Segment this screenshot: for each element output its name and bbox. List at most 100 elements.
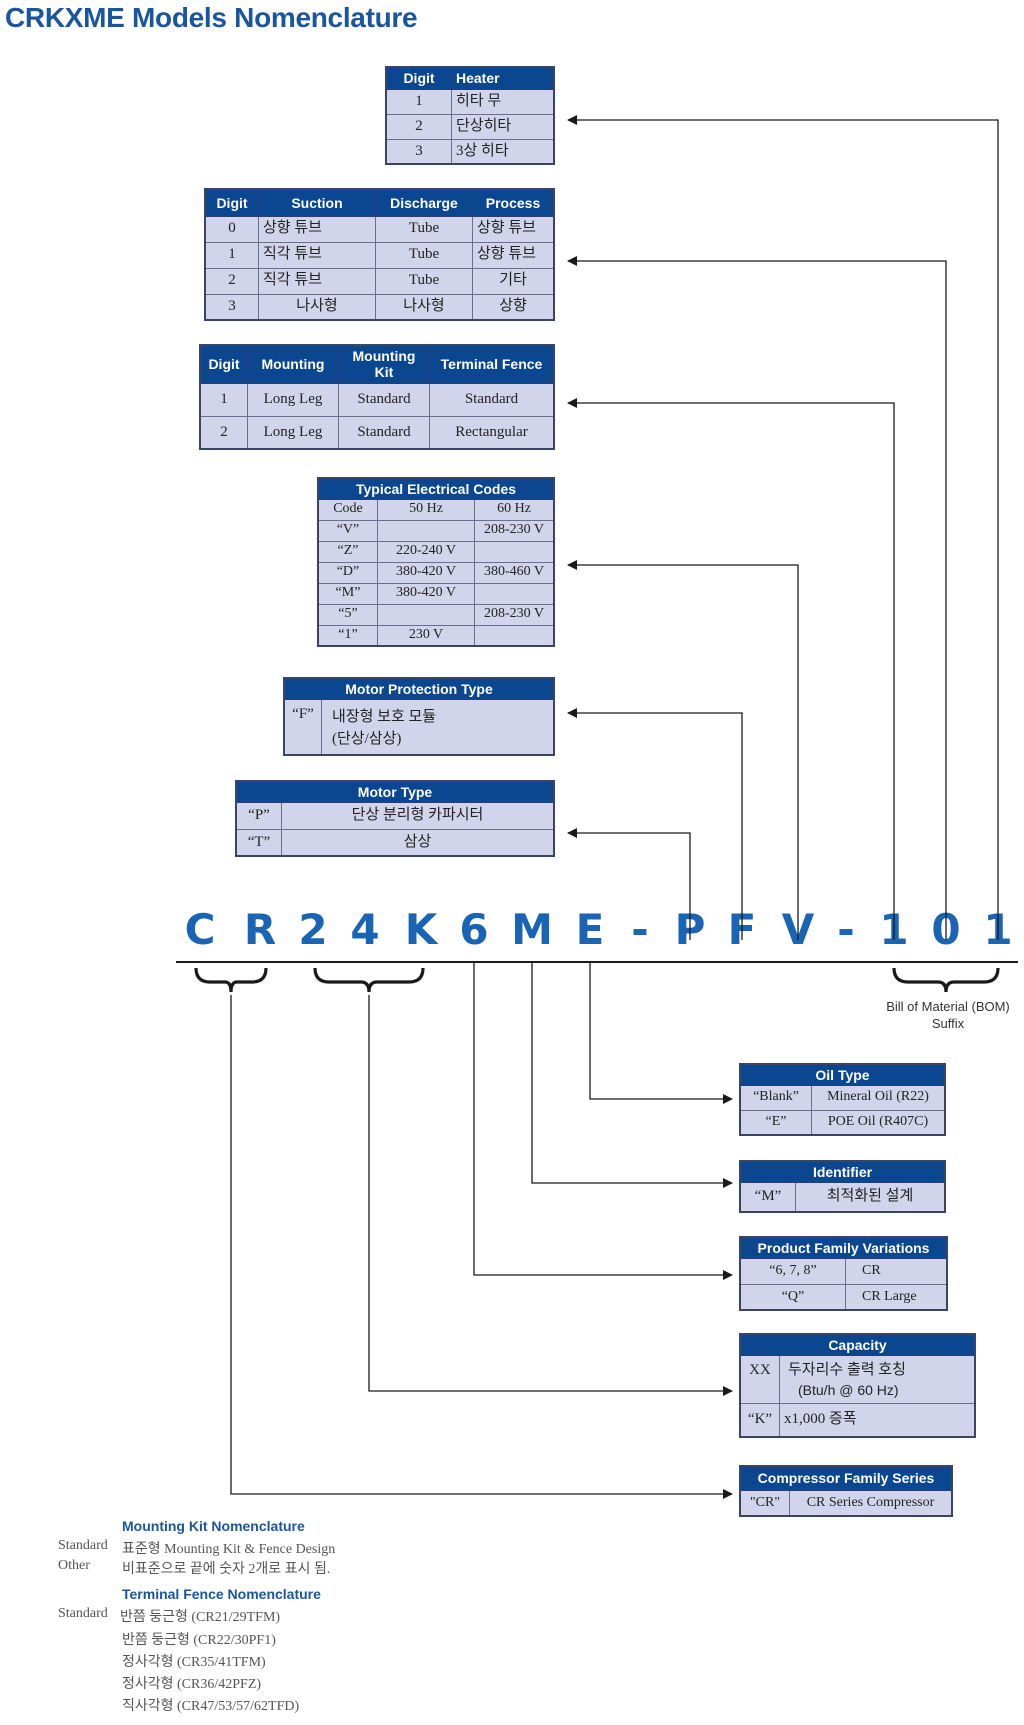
electrical-title: Typical Electrical Codes: [317, 477, 555, 500]
table-cell: 208-230 V: [474, 519, 555, 542]
table-cell: 1: [385, 88, 452, 115]
motor-protection-title: Motor Protection Type: [283, 677, 555, 700]
header-mounting: Mounting: [247, 344, 339, 384]
table-cell: 기타: [472, 267, 555, 295]
table-cell: Long Leg: [247, 415, 339, 450]
model-char: C: [184, 905, 216, 954]
compressor-family-table: Compressor Family Series "CR"CR Series C…: [739, 1465, 953, 1517]
connector-electrical: [567, 560, 799, 940]
table-cell: POE Oil (R407C): [811, 1109, 946, 1136]
table-cell: 두자리수 출력 호칭: [788, 1361, 906, 1378]
model-char: M: [511, 905, 553, 954]
table-cell: (Btu/h @ 60 Hz): [798, 1381, 899, 1398]
bom-label-line1: Bill of Material (BOM): [886, 999, 1010, 1014]
connector-motor-type: [567, 828, 691, 940]
model-char: -: [837, 905, 855, 954]
table-cell: 히타 무: [451, 88, 555, 115]
table-cell: Standard: [338, 382, 430, 417]
table-cell: 단상 분리형 카파시터: [281, 801, 555, 830]
note-text: 직사각형 (CR47/53/57/62TFD): [122, 1699, 300, 1714]
connector-mounting: [567, 398, 895, 940]
table-cell: (단상/삼상): [332, 730, 402, 747]
header-terminal-fence: Terminal Fence: [429, 344, 555, 384]
table-cell: [474, 624, 555, 647]
table-cell: Tube: [375, 215, 473, 243]
brace-compressor-family: [194, 967, 268, 993]
header-code: Code: [317, 498, 378, 521]
header-suction: Suction: [258, 188, 376, 217]
mounting-table: Digit Mounting Mounting Kit Terminal Fen…: [199, 344, 555, 450]
table-cell: 최적화된 설계: [795, 1181, 946, 1213]
compressor-family-title: Compressor Family Series: [739, 1465, 953, 1491]
connector-capacity: [368, 995, 733, 1396]
note-text: 정사각형 (CR35/41TFM): [122, 1655, 266, 1670]
note-label: Standard: [58, 1538, 108, 1553]
table-cell: 내장형 보호 모듈: [332, 708, 437, 725]
table-cell: 380-420 V: [377, 582, 475, 605]
electrical-codes-table: Typical Electrical Codes Code 50 Hz 60 H…: [317, 477, 555, 647]
table-cell: 2: [385, 113, 452, 140]
table-cell: 삼상: [281, 828, 555, 857]
note-text: 표준형 Mounting Kit & Fence Design: [122, 1542, 336, 1557]
table-cell: “K”: [739, 1402, 780, 1438]
connector-heater: [567, 115, 999, 940]
note-label: Other: [58, 1558, 90, 1573]
identifier-title: Identifier: [739, 1160, 946, 1183]
oil-type-title: Oil Type: [739, 1063, 946, 1086]
table-cell: Tube: [375, 267, 473, 295]
table-cell: XX: [739, 1354, 780, 1404]
connector-product-family: [473, 962, 733, 1280]
header-process: Process: [472, 188, 555, 217]
header-heater: Heater: [451, 66, 555, 90]
model-char: -: [631, 905, 649, 954]
connector-oil-type: [589, 962, 733, 1104]
table-cell: 상향: [472, 293, 555, 321]
motor-type-title: Motor Type: [235, 780, 555, 803]
table-cell: 380-460 V: [474, 561, 555, 584]
model-char: R: [243, 905, 277, 954]
table-cell: “1”: [317, 624, 378, 647]
bom-label-line2: Suffix: [931, 1016, 965, 1031]
table-cell: Rectangular: [429, 415, 555, 450]
table-cell: 3상 히타: [451, 138, 555, 165]
table-cell: “E”: [739, 1109, 812, 1136]
connector-compressor-family: [230, 995, 733, 1499]
table-cell: “P”: [235, 801, 282, 830]
table-cell: 208-230 V: [474, 603, 555, 626]
product-family-table: Product Family Variations “6, 7, 8”CR “Q…: [739, 1236, 948, 1311]
table-cell: "CR": [739, 1489, 790, 1517]
connector-connections: [567, 256, 947, 940]
model-char: 6: [459, 905, 489, 954]
bom-label: Bill of Material (BOM) Suffix: [878, 998, 1018, 1032]
table-cell: Standard: [429, 382, 555, 417]
oil-type-table: Oil Type “Blank”Mineral Oil (R22) “E”POE…: [739, 1063, 946, 1136]
capacity-title: Capacity: [739, 1333, 976, 1356]
table-cell: 나사형: [375, 293, 473, 321]
mounting-kit-nomenclature-title: Mounting Kit Nomenclature: [122, 1518, 305, 1534]
model-char: K: [404, 905, 438, 954]
note-label: Standard: [58, 1606, 108, 1621]
model-char: 4: [350, 905, 380, 954]
table-cell: CR Series Compressor: [789, 1489, 953, 1517]
note-text: 반쯤 둥근형 (CR22/30PF1): [122, 1633, 276, 1648]
table-cell: CR Large: [845, 1283, 948, 1311]
connector-motor-protection: [567, 708, 743, 940]
header-discharge: Discharge: [375, 188, 473, 217]
model-char: E: [575, 905, 605, 954]
brace-capacity: [313, 967, 425, 993]
table-cell: “M”: [739, 1181, 796, 1213]
table-cell: Long Leg: [247, 382, 339, 417]
identifier-table: Identifier “M”최적화된 설계: [739, 1160, 946, 1213]
table-cell: 단상히타: [451, 113, 555, 140]
model-char: 2: [298, 905, 328, 954]
note-text: 반쯤 둥근형 (CR21/29TFM): [120, 1610, 281, 1625]
note-text: 정사각형 (CR36/42PFZ): [122, 1677, 262, 1692]
table-cell: “Q”: [739, 1283, 846, 1311]
table-cell: “5”: [317, 603, 378, 626]
table-cell: x1,000 증폭: [779, 1402, 976, 1438]
table-cell: 직각 튜브: [258, 241, 376, 269]
